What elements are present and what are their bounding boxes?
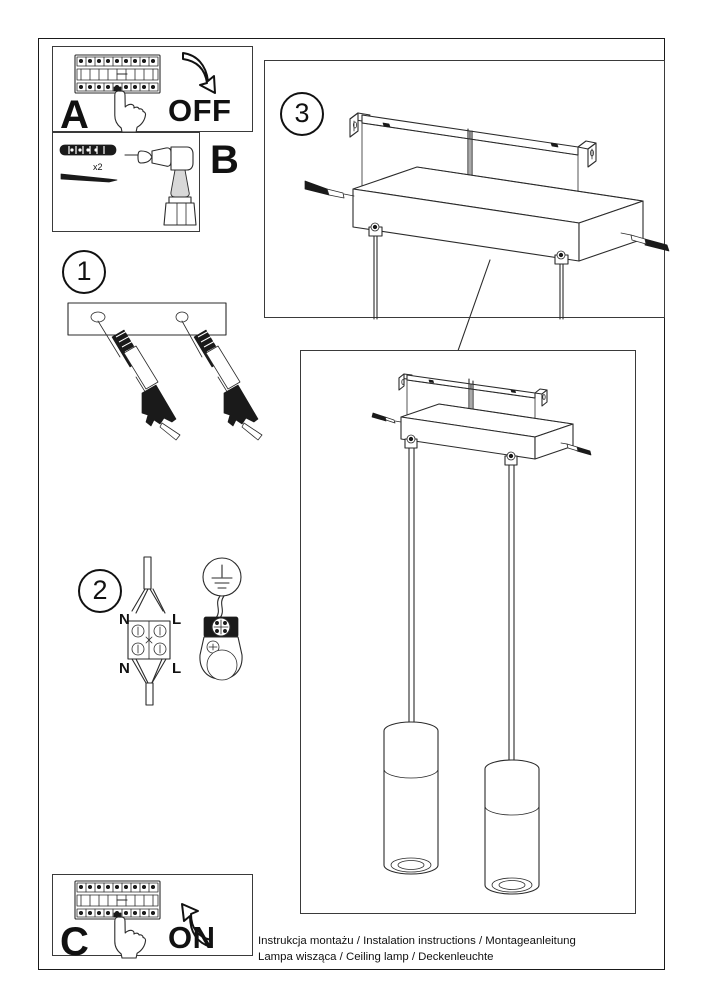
terminal-label-bottom-left: N xyxy=(119,660,130,677)
mounting-bracket-icon xyxy=(398,373,548,431)
step-2-badge: 2 xyxy=(78,569,122,613)
screw-icon xyxy=(620,232,670,252)
fuse-box-icon xyxy=(74,54,161,94)
canopy-icon xyxy=(400,403,574,460)
suspension-cable-icon xyxy=(368,222,569,320)
drill-icon xyxy=(124,146,197,226)
mains-wire-icon xyxy=(131,556,166,614)
wall-plug-icon xyxy=(59,144,117,156)
panel-c-action-label: ON xyxy=(168,920,216,955)
terminal-label-bottom-right: L xyxy=(172,660,182,677)
step-1-number: 1 xyxy=(76,255,92,286)
panel-c-letter: C xyxy=(60,920,89,964)
arrow-up-icon xyxy=(181,903,212,948)
screw-icon xyxy=(223,384,263,441)
caption-line-1: Instrukcja montażu / Instalation instruc… xyxy=(258,935,576,947)
panel-step-3 xyxy=(264,60,670,320)
panel-c-graphic xyxy=(74,880,212,959)
screw-icon xyxy=(304,180,355,199)
panel-b-quantity-label: x2 xyxy=(93,162,103,172)
step-2-graphic xyxy=(127,556,243,706)
step-1-badge: 1 xyxy=(62,250,106,294)
fuse-box-icon xyxy=(74,880,161,920)
step-1-graphic xyxy=(67,302,263,441)
caption-line-2: Lampa wisząca / Ceiling lamp / Deckenleu… xyxy=(258,951,494,963)
panel-a-action-label: OFF xyxy=(168,93,232,128)
cylinder-shade-icon xyxy=(383,721,439,875)
panel-a xyxy=(52,46,253,133)
step-2-number: 2 xyxy=(92,574,108,605)
terminal-screw-icon xyxy=(131,624,167,656)
wall-plug-icon xyxy=(97,320,159,404)
ceiling-plate-icon xyxy=(67,302,227,336)
terminal-block-icon xyxy=(127,620,171,660)
hand-pointing-icon xyxy=(114,916,147,959)
earth-wire-icon xyxy=(219,595,225,619)
panel-a-letter: A xyxy=(60,93,89,137)
panel-main-assembly xyxy=(300,350,636,914)
suspension-cable-icon xyxy=(404,434,518,766)
hand-pointing-icon xyxy=(114,90,147,133)
wall-plug-icon xyxy=(181,320,241,404)
panel-b-letter: B xyxy=(210,138,239,182)
terminal-label-top-right: L xyxy=(172,611,182,628)
panel-b-graphic xyxy=(59,144,197,226)
arrow-down-icon xyxy=(182,52,216,94)
step-3-number: 3 xyxy=(294,97,310,128)
earth-terminal-icon xyxy=(199,616,243,681)
step-3-graphic xyxy=(304,112,670,320)
panel-b xyxy=(52,132,200,232)
screw-icon xyxy=(371,412,402,424)
screw-icon xyxy=(60,173,118,183)
lamp-wire-icon xyxy=(131,658,167,706)
screw-icon xyxy=(560,442,592,456)
panel-c xyxy=(52,874,253,959)
step-3-badge: 3 xyxy=(280,92,324,136)
main-assembly-graphic xyxy=(371,373,592,895)
panel-a-graphic xyxy=(74,52,216,133)
terminal-label-top-left: N xyxy=(119,611,130,628)
earth-wire-icon xyxy=(215,595,221,619)
screw-icon xyxy=(141,384,181,441)
earth-ground-icon xyxy=(202,557,242,597)
canopy-icon xyxy=(352,166,644,262)
cylinder-shade-icon xyxy=(484,759,540,895)
